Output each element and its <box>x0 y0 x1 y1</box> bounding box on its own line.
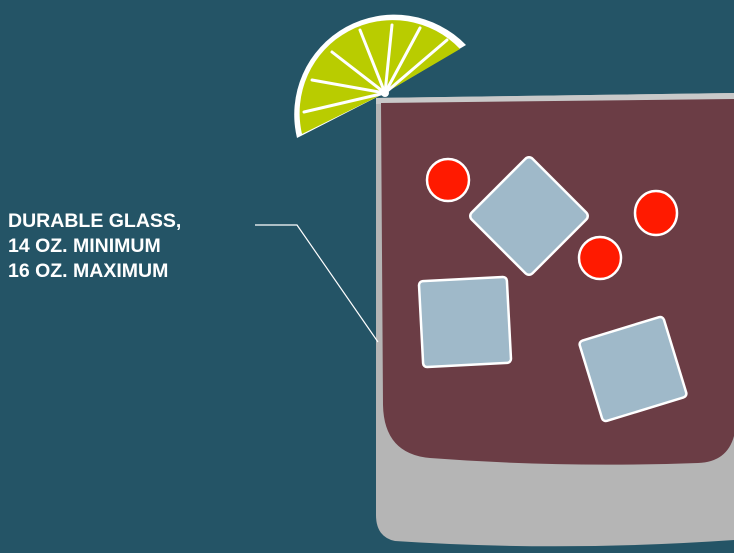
ice-cube-icon <box>469 156 589 276</box>
cherry-icon <box>577 235 623 281</box>
callout-line-1: DURABLE GLASS, <box>8 210 182 232</box>
ice-cube-icon <box>417 275 513 369</box>
cherry-icon <box>633 189 679 237</box>
ice-cube-icon <box>578 315 688 423</box>
cherry-icon <box>425 157 471 203</box>
callout-leader-line <box>255 224 379 343</box>
lime-wedge-icon <box>294 14 466 139</box>
callout-label: DURABLE GLASS, 14 OZ. MINIMUM 16 OZ. MAX… <box>8 209 181 284</box>
callout-line-3: 16 OZ. MAXIMUM <box>8 260 169 282</box>
callout-line-2: 14 OZ. MINIMUM <box>8 235 161 257</box>
glass-rim <box>376 93 734 104</box>
